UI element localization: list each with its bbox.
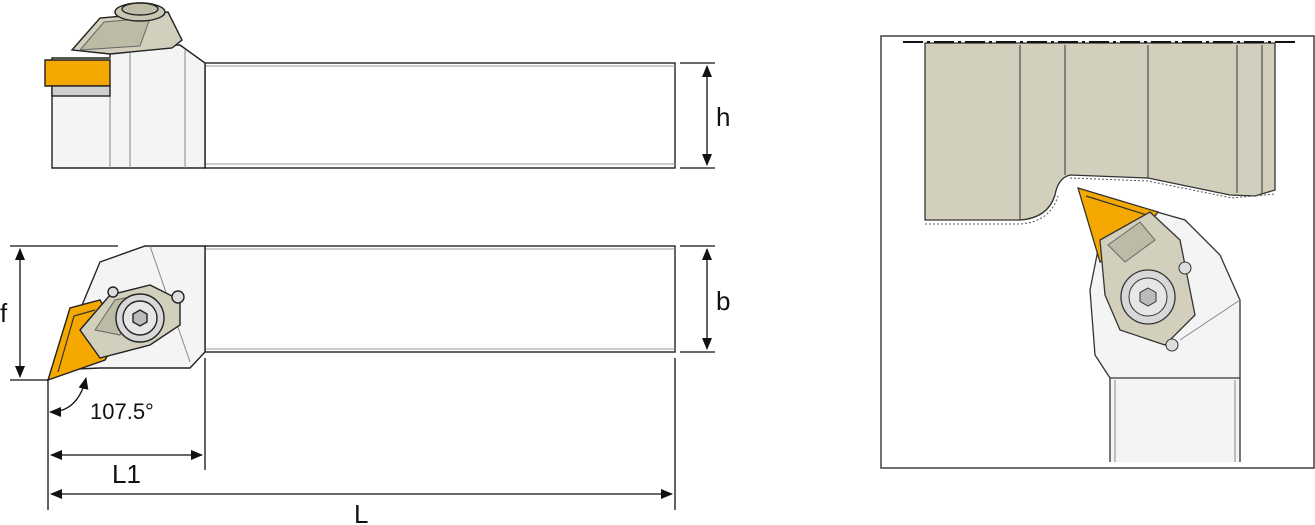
side-view — [44, 2, 676, 169]
dimension-b — [680, 245, 715, 353]
machining-detail — [880, 35, 1315, 469]
label-angle: 107.5° — [90, 399, 154, 424]
workpiece — [924, 42, 1276, 221]
label-f: f — [0, 298, 8, 328]
angle-indicator — [47, 377, 89, 510]
side-view-shank — [204, 62, 676, 169]
dimension-f — [10, 245, 118, 381]
top-view — [46, 245, 676, 382]
dimension-L — [50, 358, 676, 510]
label-h: h — [716, 102, 730, 132]
dimension-h — [680, 62, 715, 169]
dimension-L1 — [50, 358, 206, 470]
label-L: L — [354, 499, 368, 525]
side-view-insert — [44, 59, 111, 87]
top-view-shank — [204, 245, 676, 353]
label-b: b — [716, 286, 730, 316]
label-L1: L1 — [112, 459, 141, 489]
